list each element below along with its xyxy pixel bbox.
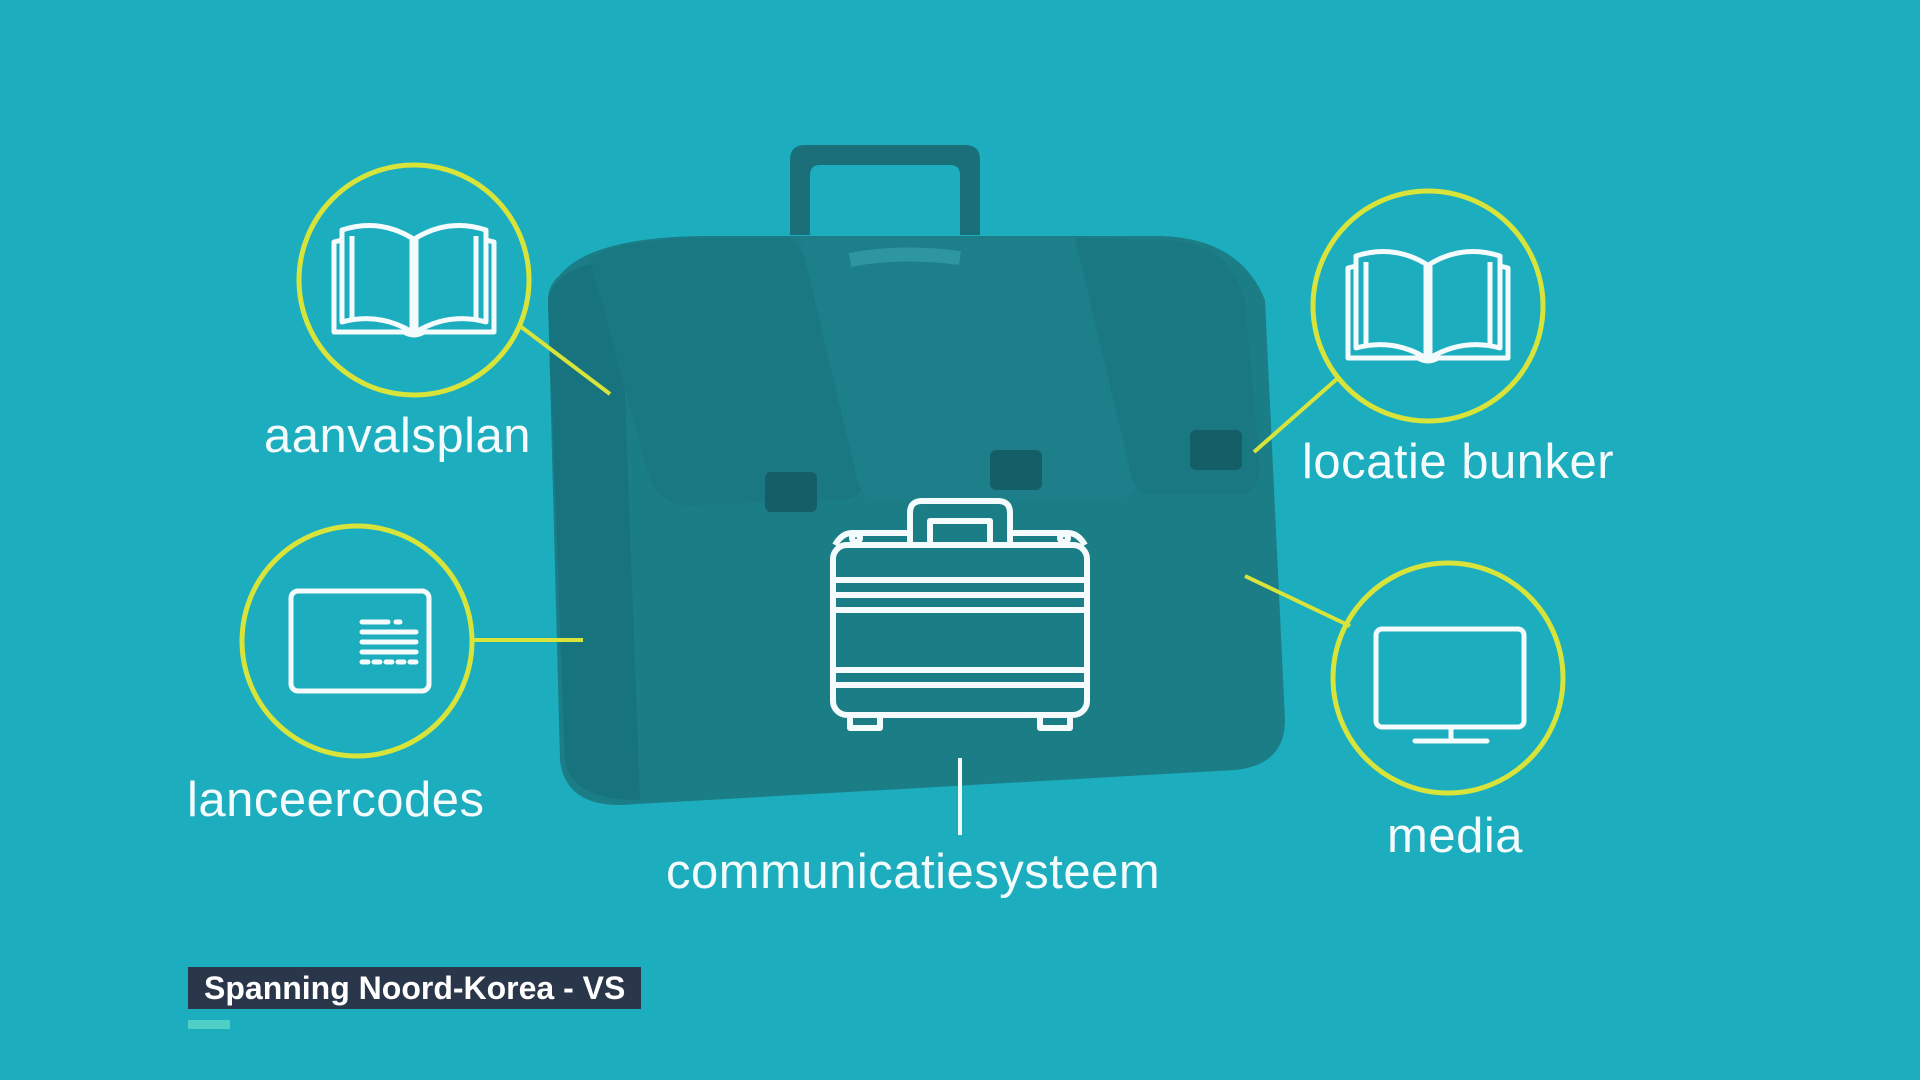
icon-rings <box>239 162 1566 796</box>
caption-accent-bar <box>188 1020 230 1029</box>
caption-banner: Spanning Noord-Korea - VS <box>188 967 642 1009</box>
bag-photo <box>548 145 1285 805</box>
briefcase-icon <box>830 498 1090 731</box>
card-icon <box>288 588 432 694</box>
label-lanceercodes: lanceercodes <box>187 773 485 827</box>
label-communicatiesysteem: communicatiesysteem <box>666 845 1161 899</box>
label-aanvalsplan: aanvalsplan <box>264 409 532 463</box>
label-locatie-bunker: locatie bunker <box>1302 435 1615 489</box>
monitor-icon <box>1373 626 1527 744</box>
open-book-icon <box>331 223 497 338</box>
label-media: media <box>1387 809 1523 863</box>
open-book-icon <box>1345 249 1511 364</box>
connector-lines <box>470 324 1351 642</box>
